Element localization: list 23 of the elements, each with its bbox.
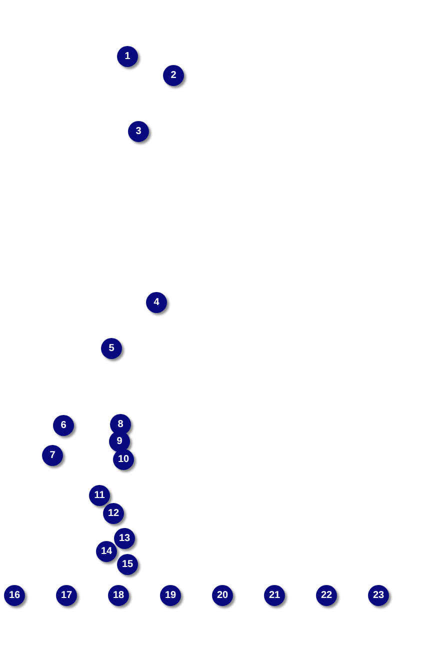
callout-number: 16 [4,585,25,606]
callout-number: 11 [89,485,110,506]
callout-number: 3 [128,121,149,142]
callout-number: 23 [368,585,389,606]
callout-number: 14 [96,541,117,562]
callout-number: 8 [110,414,131,435]
callout-number: 21 [264,585,285,606]
callout-number: 13 [114,528,135,549]
callout-number: 6 [53,415,74,436]
callout-number: 10 [113,449,134,470]
callout-number: 18 [108,585,129,606]
callout-number: 9 [109,431,130,452]
callout-number: 5 [101,338,122,359]
callout-number: 12 [103,503,124,524]
callout-number: 2 [163,65,184,86]
callout-number: 7 [42,445,63,466]
callout-number: 17 [56,585,77,606]
callout-number: 19 [160,585,181,606]
callout-number: 15 [117,554,138,575]
callout-number: 1 [117,46,138,67]
callout-number: 22 [316,585,337,606]
callout-number: 20 [212,585,233,606]
callout-number: 4 [146,292,167,313]
